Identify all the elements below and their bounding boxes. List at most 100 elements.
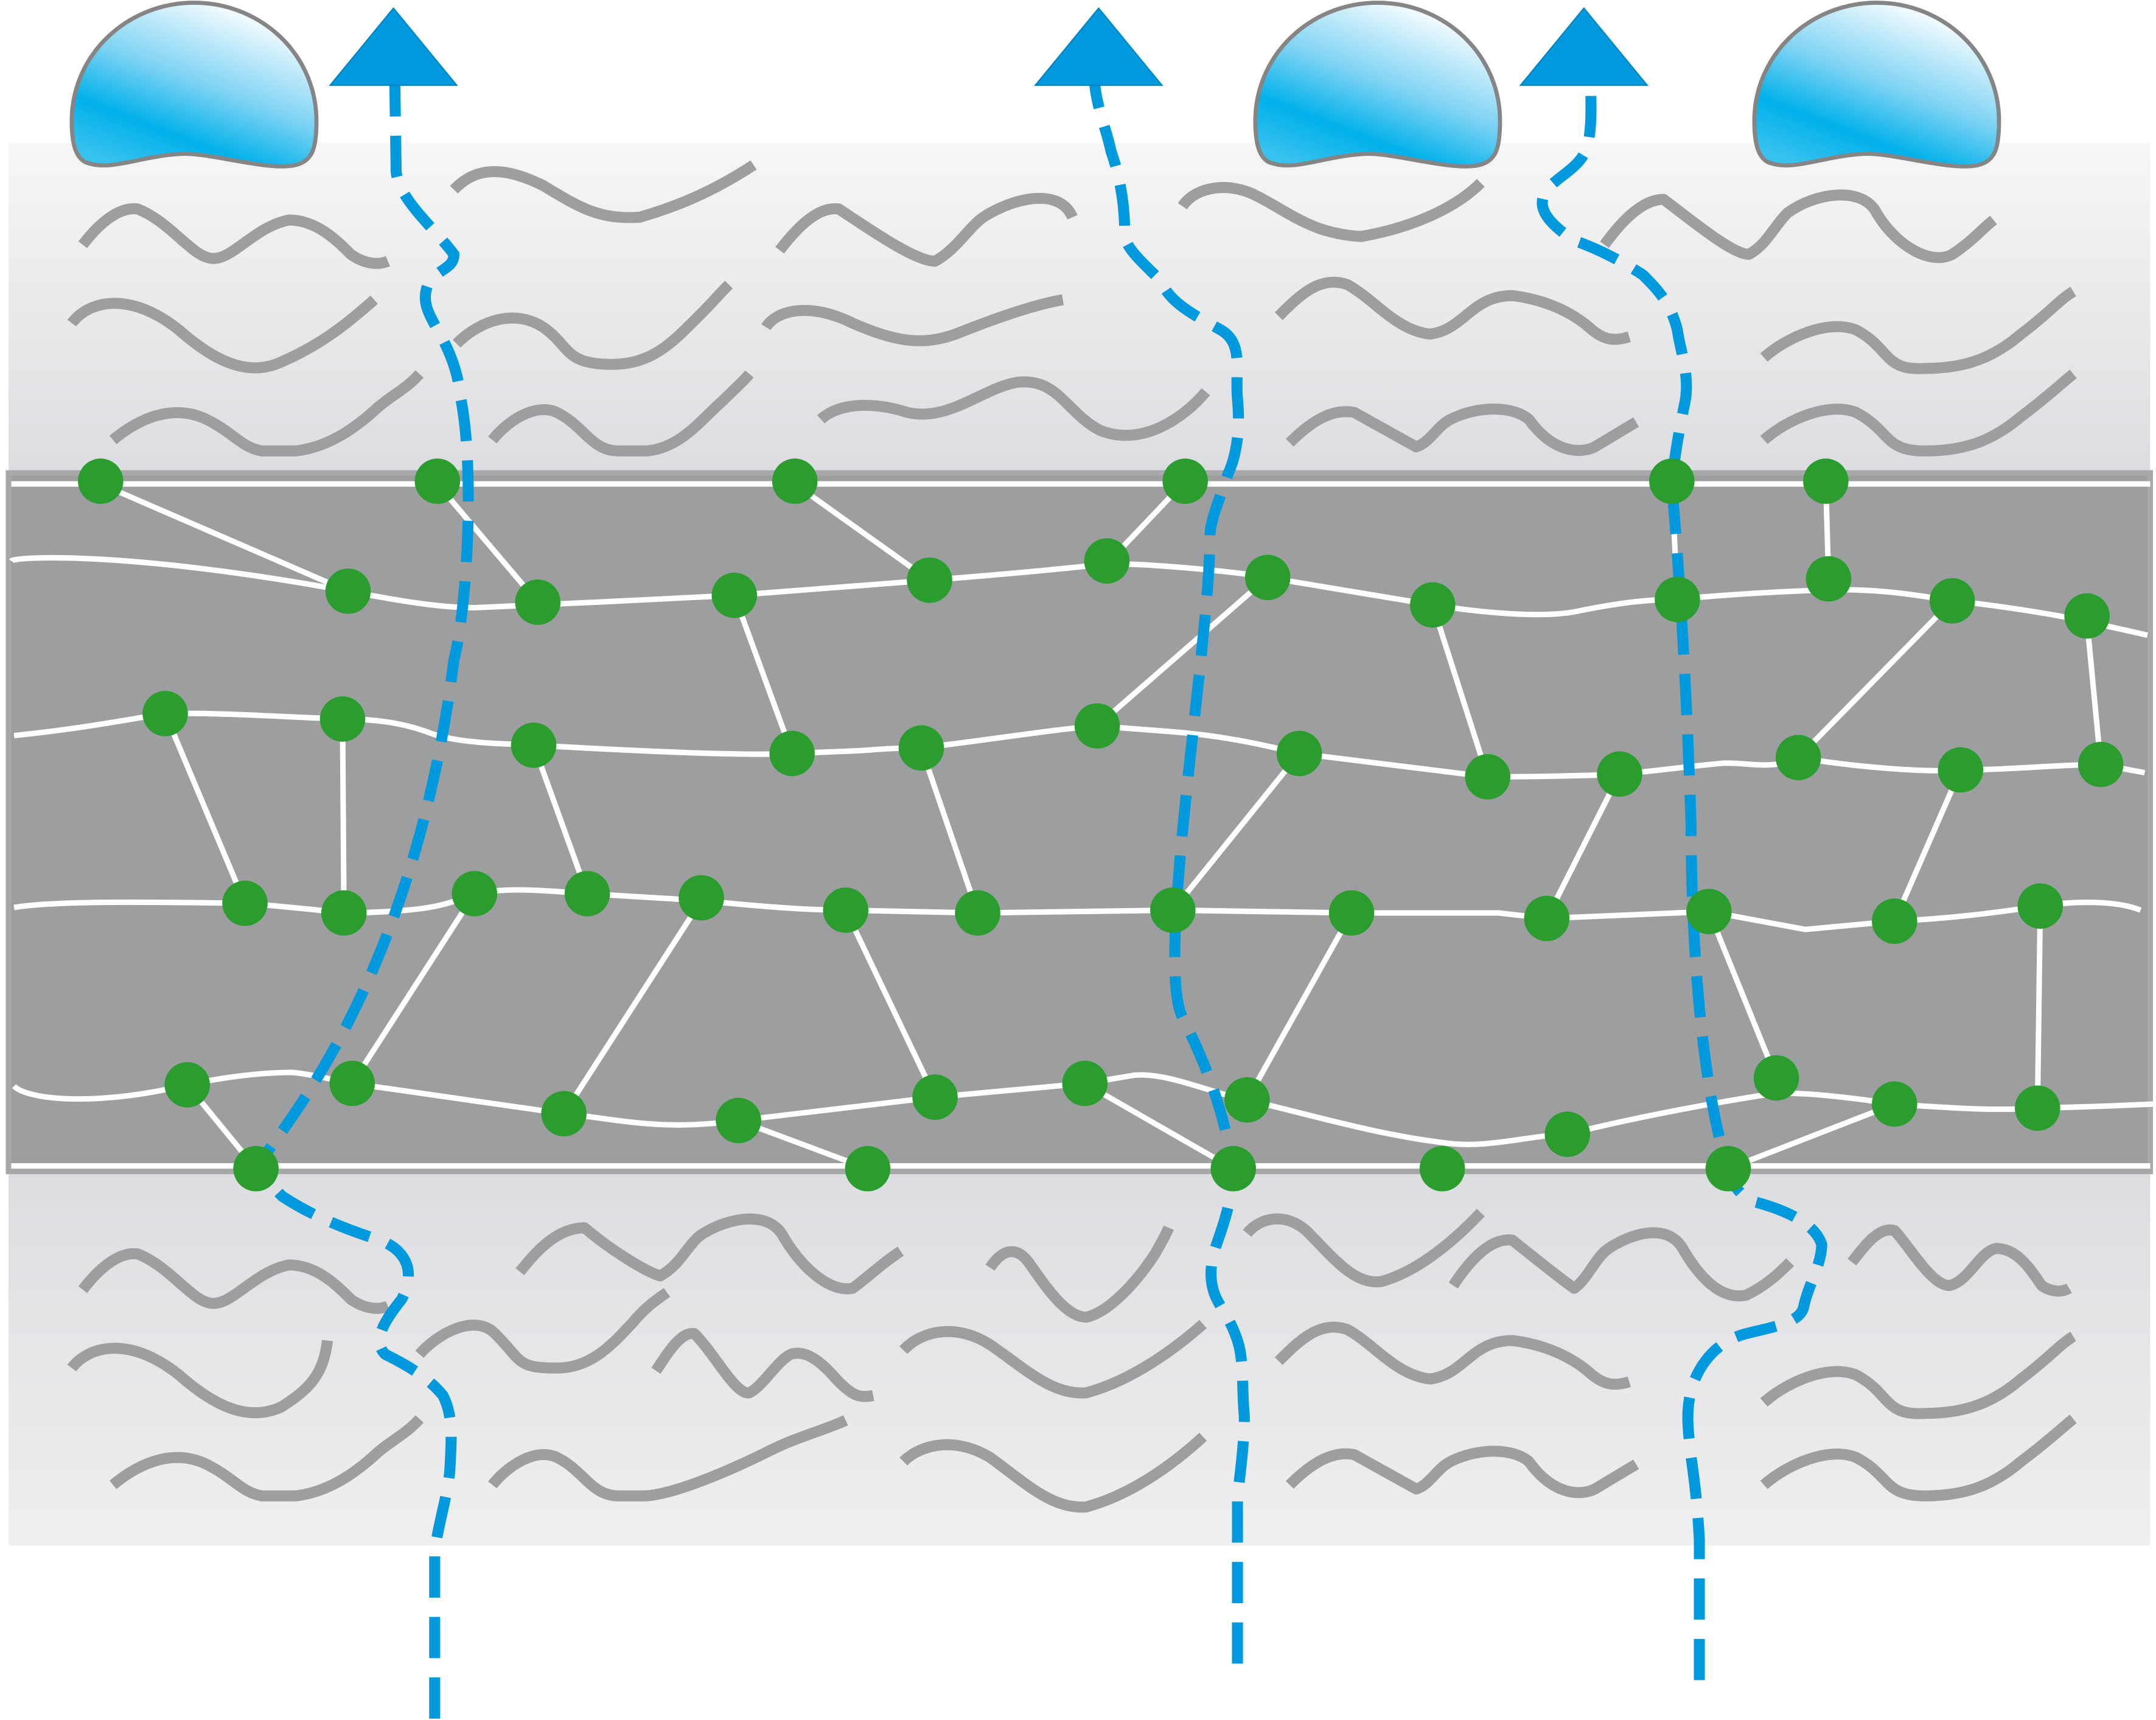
crosslink-node [907,558,952,603]
crosslink-node [2064,593,2110,639]
polymer-chain [899,1432,1207,1513]
crosslink-node [1328,890,1375,936]
crosslink-node [1872,1081,1917,1127]
polymer-chain [488,1415,848,1502]
polymer-chain [1274,276,1631,345]
water-droplet-icon [1253,1,1502,169]
crosslink-node [78,458,124,504]
crosslink-node [1062,1060,1108,1106]
crosslink-node [414,458,461,504]
crosslink-node [321,890,367,936]
polymer-chain [1448,1227,1795,1302]
polymer-chain [450,160,757,223]
crosslink-node [955,890,1000,936]
polymer-chain [1243,1209,1485,1288]
crosslink-node [511,722,557,768]
crosslink-node [1524,895,1570,942]
crosslink-node [233,1145,279,1192]
crosslink-node [912,1074,958,1120]
crosslink-node [1410,582,1456,628]
polymer-chain [775,192,1078,267]
polymer-chain [1274,1321,1631,1390]
crosslink-node [1775,735,1821,780]
arrow-up-icon [1034,7,1163,86]
crosslink-node [1210,1145,1257,1192]
crosslink-node [2078,741,2124,788]
strand-row-1 [9,554,2149,638]
arrows [329,7,1649,86]
crosslink-node [1805,556,1852,602]
polymer-chain [453,281,733,370]
crosslink-node [1686,889,1732,934]
crosslink-node [1419,1145,1465,1192]
crosslink-node [716,1097,761,1144]
polymer-chain [1285,1446,1639,1498]
polymer-chain [1760,1414,2077,1502]
crosslink-nodes [78,458,2124,1192]
crosslink-node [772,458,818,504]
polymer-chain [985,1225,1174,1323]
crosslink-node [1649,458,1695,504]
polymer-chain [109,370,424,456]
crosslink-node [1544,1111,1590,1157]
crosslink-node [898,725,944,771]
arrow-up-icon [329,7,458,86]
crosslink-node [222,880,268,926]
network-strands [9,479,2154,1172]
crosslink-node [1872,898,1917,944]
crosslink-node [845,1145,891,1192]
polymer-chain [1177,178,1485,242]
crosslink-node [329,1060,375,1106]
crosslink-node [1224,1077,1270,1123]
crosslink-node [2017,883,2064,929]
polymer-chains-bottom [67,1209,2077,1513]
polymer-chain [515,1213,904,1295]
crosslink-node [2015,1085,2060,1131]
crosslink-node [1705,1145,1751,1192]
crosslink-node [515,579,560,625]
polymer-chain [67,295,378,374]
water-path-middle [1089,82,1250,1664]
polymer-chain [651,1327,874,1402]
polymer-chain [1760,287,2076,374]
arrow-up-icon [1519,7,1649,86]
crosslink-node [1465,754,1510,800]
crosslink-node [142,691,188,736]
polymer-chain [78,1248,391,1314]
crosslink-node [1929,578,1975,624]
crosslink-node [452,871,498,917]
polymer-chain [488,370,754,456]
polymer-chain [415,1288,671,1374]
crosslink-node [1753,1055,1799,1101]
polymer-chain [817,376,1210,441]
water-path-right [1537,82,1827,1680]
crosslink-node [1597,751,1642,797]
water-droplet-icon [69,1,319,169]
droplets [69,1,2001,169]
crosslink-node [325,568,371,614]
crosslink-node [1244,554,1291,601]
polymer-chain [1285,404,1639,456]
crosslink-node [1938,747,1984,793]
crosslink-node [1150,887,1196,933]
crosslink-node [1162,458,1208,504]
polymer-chain [761,294,1064,346]
crosslink-node [541,1091,587,1137]
polymer-chain [67,1340,333,1419]
polymer-chain [78,203,391,269]
polymer-chain [109,1415,424,1502]
crosslink-node [164,1062,210,1108]
polymer-chain [1760,1331,2076,1419]
crosslink-node [823,887,869,933]
crosslink-node [679,875,724,921]
crosslink-node [319,696,366,742]
crosslink-node [1084,538,1130,584]
crosslink-node [1074,703,1120,749]
polymer-chain [1847,1224,2072,1297]
crosslink-node [1276,730,1322,777]
crosslink-node [564,871,610,917]
polymer-chain [1600,189,1997,264]
polymer-chains-top [67,160,2077,456]
crosslink-node [769,730,815,777]
